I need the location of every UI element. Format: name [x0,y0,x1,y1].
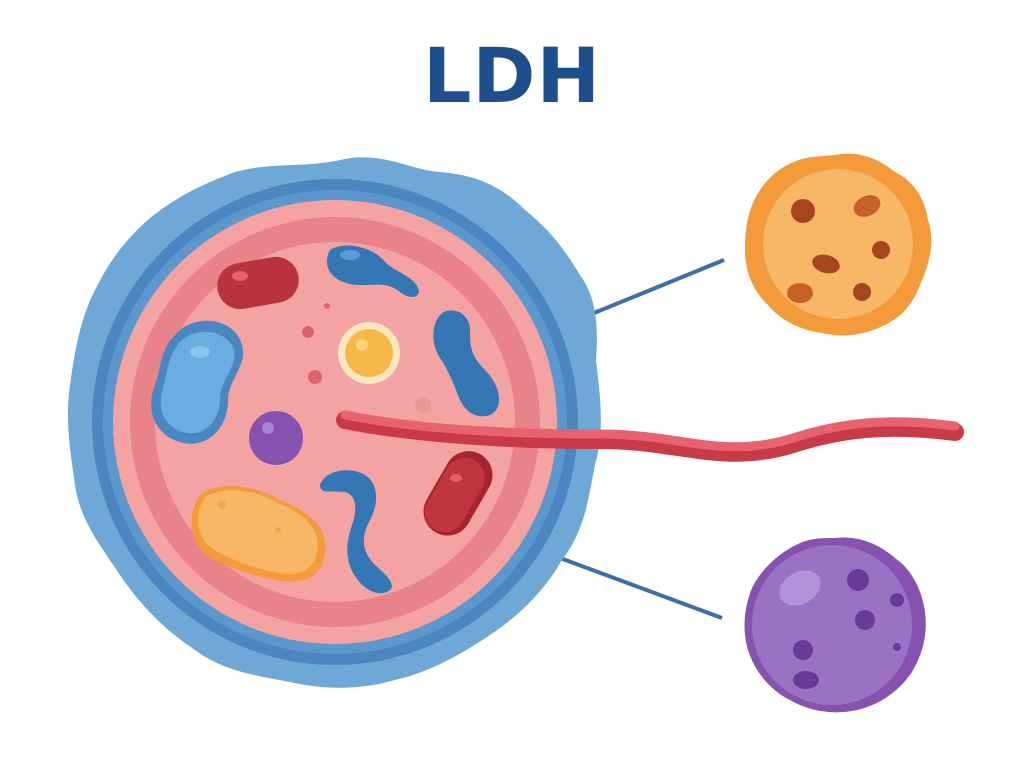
connector-line-bottom [551,553,723,620]
page-title: LDH [422,31,602,120]
blue-s-shape [320,470,392,594]
dot [302,326,314,338]
orange-cell [745,153,932,336]
dot [324,303,330,309]
flagellum-highlight [340,410,960,452]
flagellum [336,411,964,462]
orange-blob [191,485,326,582]
red-rod-bottom [423,451,493,536]
purple-sphere [249,411,303,465]
dot [308,370,322,384]
connector-line-top [571,258,725,324]
purple-cell [744,537,926,713]
blue-bean-left [151,320,244,444]
blue-curved-right [433,310,500,417]
yellow-nucleus [338,322,400,384]
red-rod-top [217,256,299,310]
dot [415,397,431,413]
main-cell [67,157,964,688]
